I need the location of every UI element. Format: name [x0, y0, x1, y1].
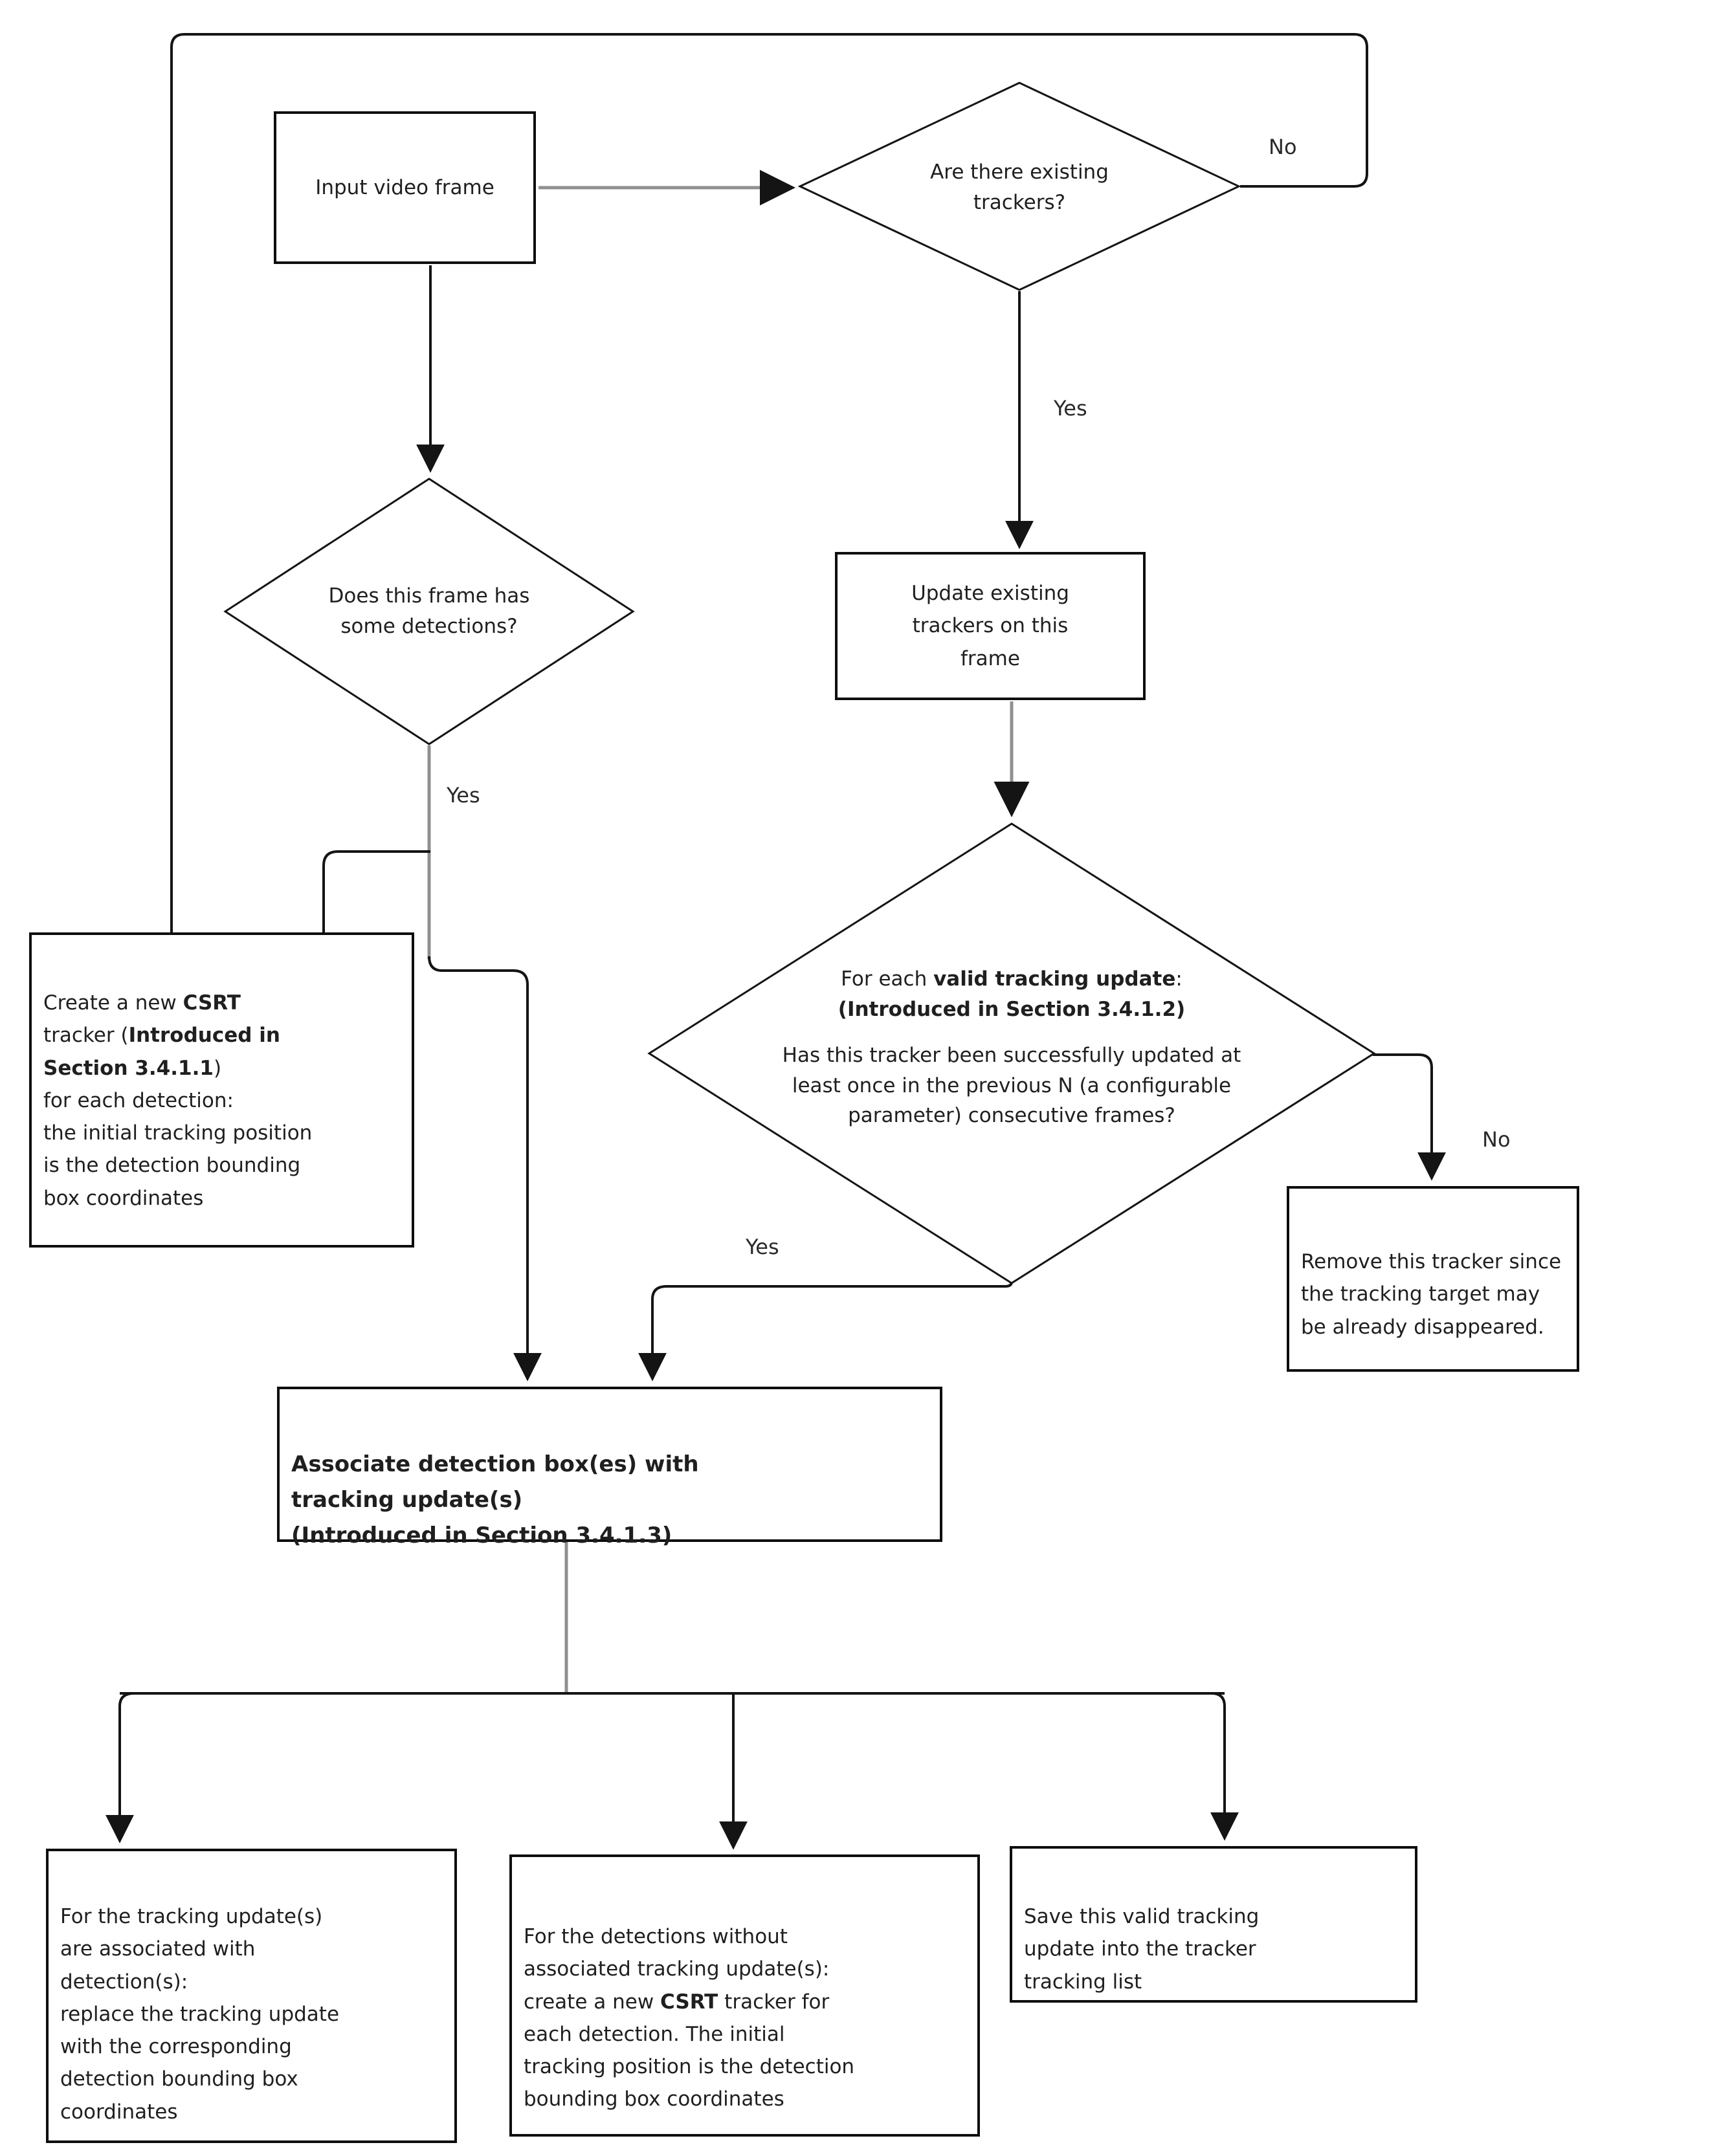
create-csrt-tracker-label: Create a new CSRT tracker (Introduced in…: [43, 991, 313, 1210]
edge-label-no-existing: No: [1269, 135, 1297, 159]
diamond-existing-trackers: [797, 82, 1241, 291]
edge-branch-to-create-csrt: [322, 850, 430, 932]
node-replace-tracking-update: For the tracking update(s) are associate…: [46, 1849, 457, 2143]
edge-yes-to-associate: [638, 1281, 1013, 1381]
edge-fanout-to-right-box: [120, 1692, 1239, 1841]
replace-tracking-update-label: For the tracking update(s) are associate…: [60, 1905, 340, 2124]
edge-fanout-to-left-box: [105, 1692, 1225, 1843]
create-tracker-unmatched-label: For the detections without associated tr…: [524, 1925, 855, 2111]
existing-trackers-question: Are there existing trackers?: [930, 160, 1109, 214]
edge-label-no-valid: No: [1482, 1127, 1511, 1152]
node-create-tracker-unmatched: For the detections without associated tr…: [509, 1854, 980, 2137]
edge-no-loop-to-create-csrt: [170, 33, 1368, 932]
valid-update-header: For each valid tracking update: (Introdu…: [838, 967, 1186, 1021]
node-input-video-frame: Input video frame: [274, 111, 536, 264]
update-existing-trackers-label: Update existing trackers on this frame: [911, 582, 1069, 670]
diamond-has-detections: [223, 478, 635, 745]
edge-detections-to-associate: [428, 956, 542, 1381]
has-detections-question: Does this frame has some detections?: [328, 584, 530, 638]
edge-label-yes-valid: Yes: [746, 1235, 779, 1259]
associate-detections-label: Associate detection box(es) with trackin…: [291, 1451, 699, 1549]
node-remove-tracker: Remove this tracker since the tracking t…: [1287, 1186, 1579, 1372]
edge-no-to-remove-tracker: [1373, 1053, 1446, 1181]
remove-tracker-label: Remove this tracker since the tracking t…: [1301, 1250, 1562, 1339]
input-video-frame-label: Input video frame: [315, 175, 494, 199]
node-create-csrt-tracker: Create a new CSRT tracker (Introduced in…: [29, 932, 414, 1248]
valid-update-question: Has this tracker been successfully updat…: [782, 1044, 1241, 1127]
edge-label-yes-existing: Yes: [1054, 396, 1087, 421]
edge-label-yes-detections: Yes: [447, 783, 480, 808]
save-tracking-update-label: Save this valid tracking update into the…: [1024, 1905, 1260, 1994]
diamond-valid-tracking-update: [647, 822, 1376, 1284]
node-save-tracking-update: Save this valid tracking update into the…: [1010, 1846, 1417, 2003]
node-update-existing-trackers: Update existing trackers on this frame: [835, 552, 1146, 700]
node-associate-detections: Associate detection box(es) with trackin…: [277, 1387, 942, 1548]
